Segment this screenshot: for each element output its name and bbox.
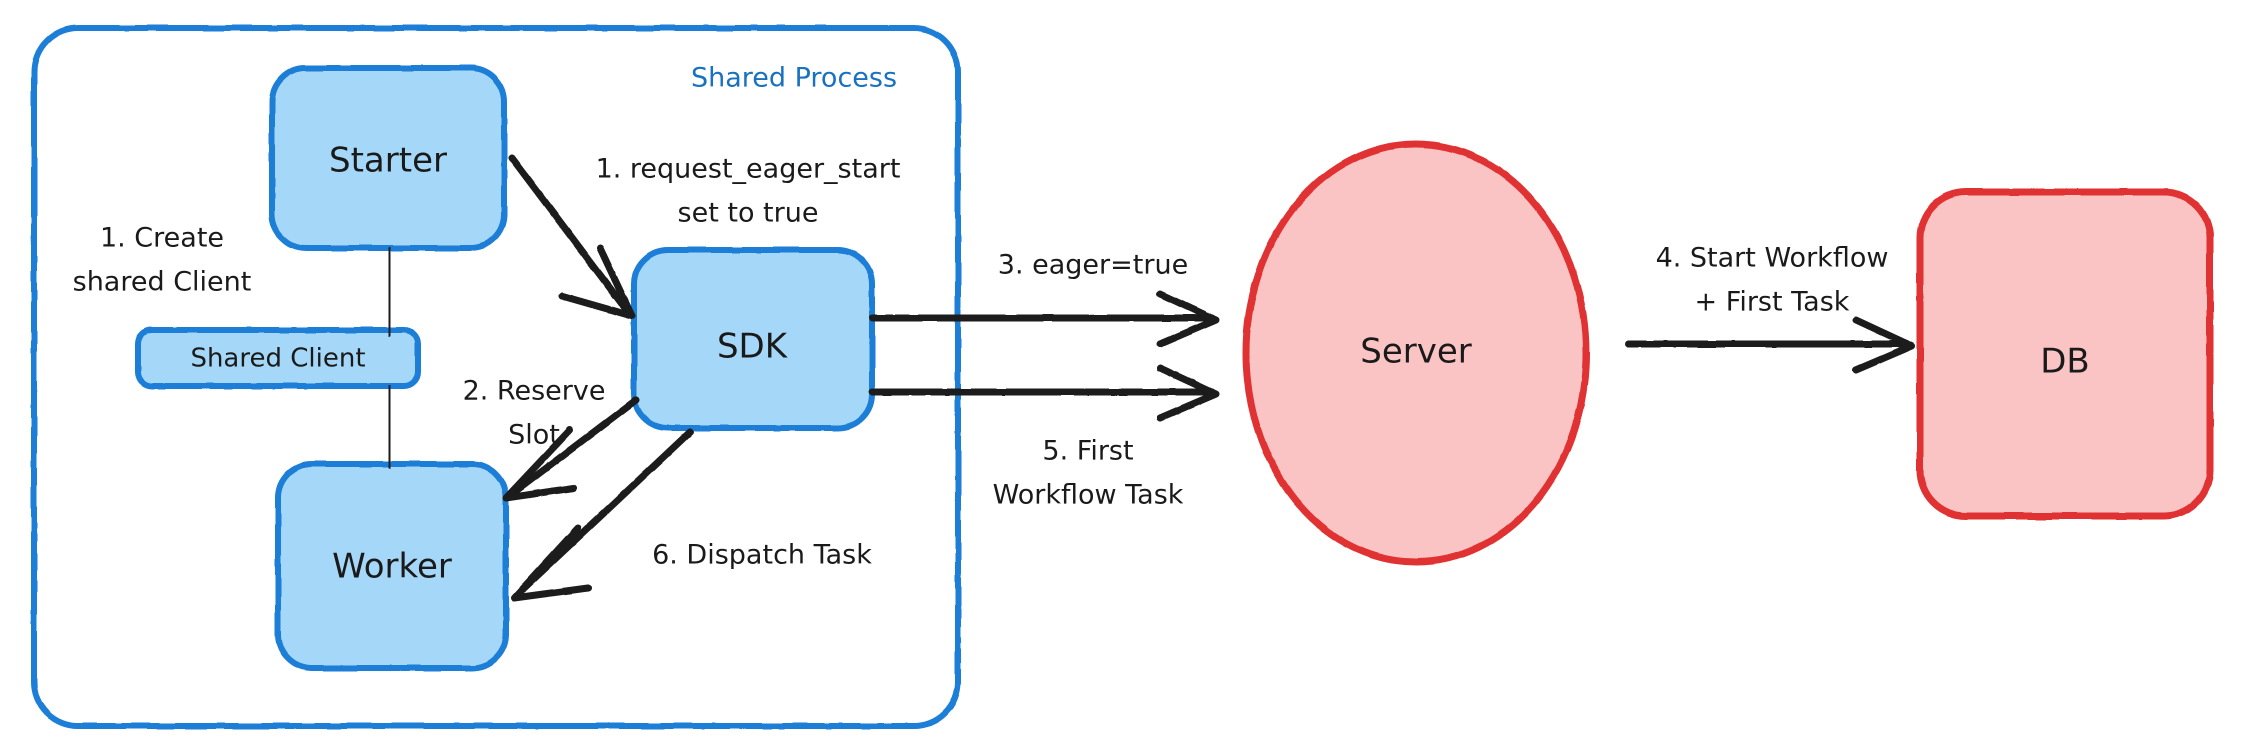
- shared-process-group: [31, 25, 961, 729]
- server-ellipse: [1242, 140, 1590, 566]
- edge-label-line: Workflow Task: [993, 480, 1184, 511]
- edge-label-start-workflow: 4. Start Workflow + First Task: [1656, 243, 1889, 318]
- node-db[interactable]: DB: [1916, 188, 2214, 520]
- worker-label: Worker: [332, 547, 452, 587]
- edge-label-first-workflow-task: 5. First Workflow Task: [993, 436, 1184, 511]
- edge-label-line: 1. Create: [100, 223, 224, 254]
- arrow-start-workflow: [1624, 316, 1916, 374]
- shared-client-box: [135, 327, 421, 389]
- edge-label-create-shared-client: 1. Create shared Client: [73, 223, 252, 298]
- edge-label-dispatch-task: 6. Dispatch Task: [652, 540, 872, 571]
- edge-label-line: + First Task: [1695, 287, 1850, 318]
- arrow-eager-true: [868, 290, 1220, 348]
- connector-starter-worker: [386, 247, 393, 469]
- sdk-box: [631, 247, 875, 431]
- edge-label-line: 4. Start Workflow: [1656, 243, 1889, 274]
- edge-label-request-eager-start: 1. request_eager_start set to true: [596, 154, 901, 229]
- arrow-reserve-slot: [502, 396, 640, 502]
- arrow-dispatch-task: [510, 428, 694, 602]
- node-sdk[interactable]: SDK: [631, 247, 875, 431]
- shared-process-boundary: [31, 25, 961, 729]
- edge-label-line: 2. Reserve: [463, 376, 606, 407]
- node-starter[interactable]: Starter: [269, 65, 507, 251]
- edge-label-line: shared Client: [73, 267, 252, 298]
- edge-label-reserve-slot: 2. Reserve Slot: [463, 376, 606, 451]
- db-label: DB: [2040, 342, 2090, 382]
- db-box: [1916, 188, 2214, 520]
- edge-label-line: 6. Dispatch Task: [652, 540, 872, 571]
- node-shared-client[interactable]: Shared Client: [135, 327, 421, 389]
- starter-label: Starter: [329, 141, 447, 181]
- edge-label-line: 3. eager=true: [998, 250, 1188, 281]
- node-worker[interactable]: Worker: [275, 461, 509, 671]
- edge-label-line: Slot: [508, 420, 560, 451]
- shared-client-label: Shared Client: [190, 344, 365, 374]
- edge-label-eager-true: 3. eager=true: [998, 250, 1188, 281]
- edge-label-line: set to true: [678, 198, 819, 229]
- server-label: Server: [1360, 332, 1472, 372]
- sdk-label: SDK: [717, 327, 789, 367]
- arrow-first-workflow-task: [868, 364, 1220, 422]
- arrow-request-eager-start: [508, 154, 636, 320]
- edge-label-line: 5. First: [1042, 436, 1133, 467]
- shared-process-label: Shared Process: [691, 63, 897, 94]
- node-server[interactable]: Server: [1242, 140, 1590, 566]
- edge-label-line: 1. request_eager_start: [596, 154, 901, 185]
